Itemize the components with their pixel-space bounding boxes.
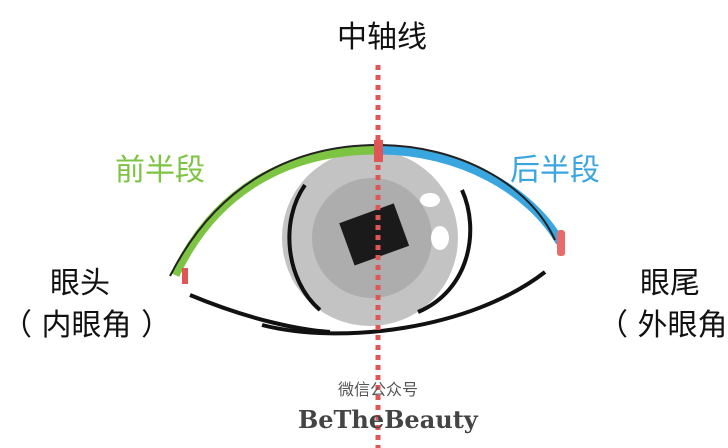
pupil [339,203,410,266]
front-half-arc [170,145,379,277]
lower-eyelid [261,270,547,336]
outer-corner-marker [557,230,565,256]
highlight [431,226,449,250]
outer-corner-sublabel: （ 外眼角 [598,308,728,343]
lower-eyelid [189,293,331,334]
iris-outline [287,183,322,312]
inner-corner-sublabel: （ 内眼角 ） [2,308,172,343]
center-marker [374,140,383,162]
inner-corner-marker [182,268,188,284]
outer-corner-label: 眼尾 [640,266,700,301]
iris-outline [417,189,473,314]
axis-title: 中轴线 [337,20,427,55]
highlight [420,193,440,207]
front-half-label: 前半段 [115,153,205,188]
watermark-caption: 微信公众号 [338,380,419,399]
watermark-brand: BeTheBeauty [298,405,478,434]
back-half-label: 后半段 [510,153,600,188]
inner-corner-label: 眼头 [50,266,110,301]
